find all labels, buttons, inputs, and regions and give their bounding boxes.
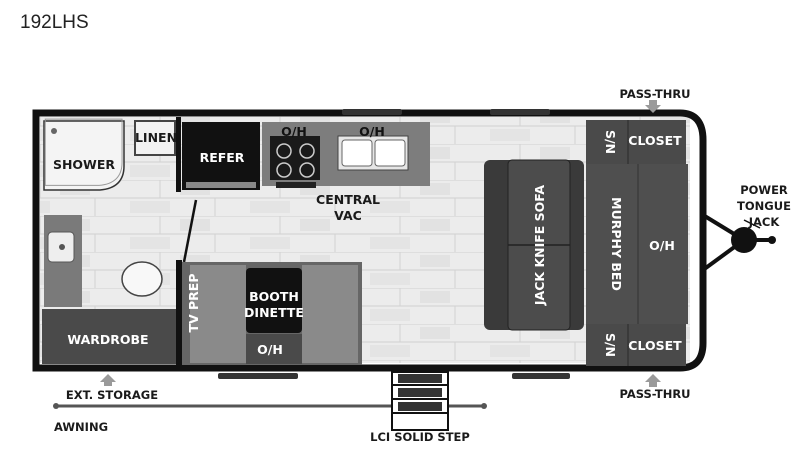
stove [270, 136, 320, 180]
booth-seat-left [190, 265, 246, 363]
label-oh-front: O/H [649, 238, 675, 253]
sn-top [586, 120, 628, 164]
front-oh [638, 164, 688, 324]
label-sn-bottom: S/N [603, 333, 618, 357]
window-top-1 [342, 109, 402, 115]
window-bottom-2 [512, 373, 570, 379]
label-power: POWER [740, 183, 788, 197]
label-pass-thru-top: PASS-THRU [619, 87, 690, 101]
refrigerator [182, 122, 260, 190]
label-closet-top: CLOSET [628, 133, 682, 148]
label-shower: SHOWER [53, 157, 115, 172]
label-linen: LINEN [135, 130, 177, 145]
label-closet-bottom: CLOSET [628, 338, 682, 353]
entry-step [391, 368, 449, 431]
label-jack-knife-sofa: JACK KNIFE SOFA [532, 185, 547, 306]
outer-wall [32, 109, 707, 372]
sn-bottom [586, 324, 628, 366]
label-tv-prep: TV PREP [186, 273, 201, 332]
booth-seat-right [302, 265, 358, 363]
bath-wall [176, 117, 181, 192]
label-central: CENTRAL [316, 192, 380, 207]
label-sn-top: S/N [603, 130, 618, 154]
label-ext-storage: EXT. STORAGE [66, 388, 158, 402]
window-top-2 [490, 109, 550, 115]
label-booth: BOOTH [249, 289, 299, 304]
dinette-table [246, 268, 302, 333]
label-dinette: DINETTE [244, 305, 304, 320]
toilet [121, 261, 163, 297]
dinette-oh [246, 334, 302, 364]
label-refer: REFER [200, 150, 245, 165]
window-bottom-1 [218, 373, 298, 379]
label-pass-thru-bottom: PASS-THRU [619, 387, 690, 401]
label-murphy-bed: MURPHY BED [609, 197, 624, 291]
label-tongue: TONGUE [737, 199, 791, 213]
tongue-jack [701, 213, 776, 272]
closet-bottom [628, 324, 686, 366]
label-lci-solid-step: LCI SOLID STEP [370, 430, 470, 444]
pass-thru-bottom-arrow [645, 374, 661, 382]
label-oh-dinette: O/H [257, 342, 283, 357]
label-oh-sink: O/H [359, 124, 385, 139]
label-vac: VAC [334, 208, 362, 223]
closet-top [628, 120, 686, 164]
model-name: 192LHS [20, 12, 89, 33]
murphy-bed [586, 164, 638, 324]
label-oh-stove: O/H [281, 124, 307, 139]
wardrobe [42, 309, 177, 364]
ext-storage-arrow [100, 374, 116, 382]
label-awning: AWNING [54, 420, 108, 434]
pass-thru-top-arrow [645, 105, 661, 113]
shower [43, 120, 125, 191]
label-jack: JACK [748, 215, 781, 229]
label-wardrobe: WARDROBE [67, 332, 148, 347]
